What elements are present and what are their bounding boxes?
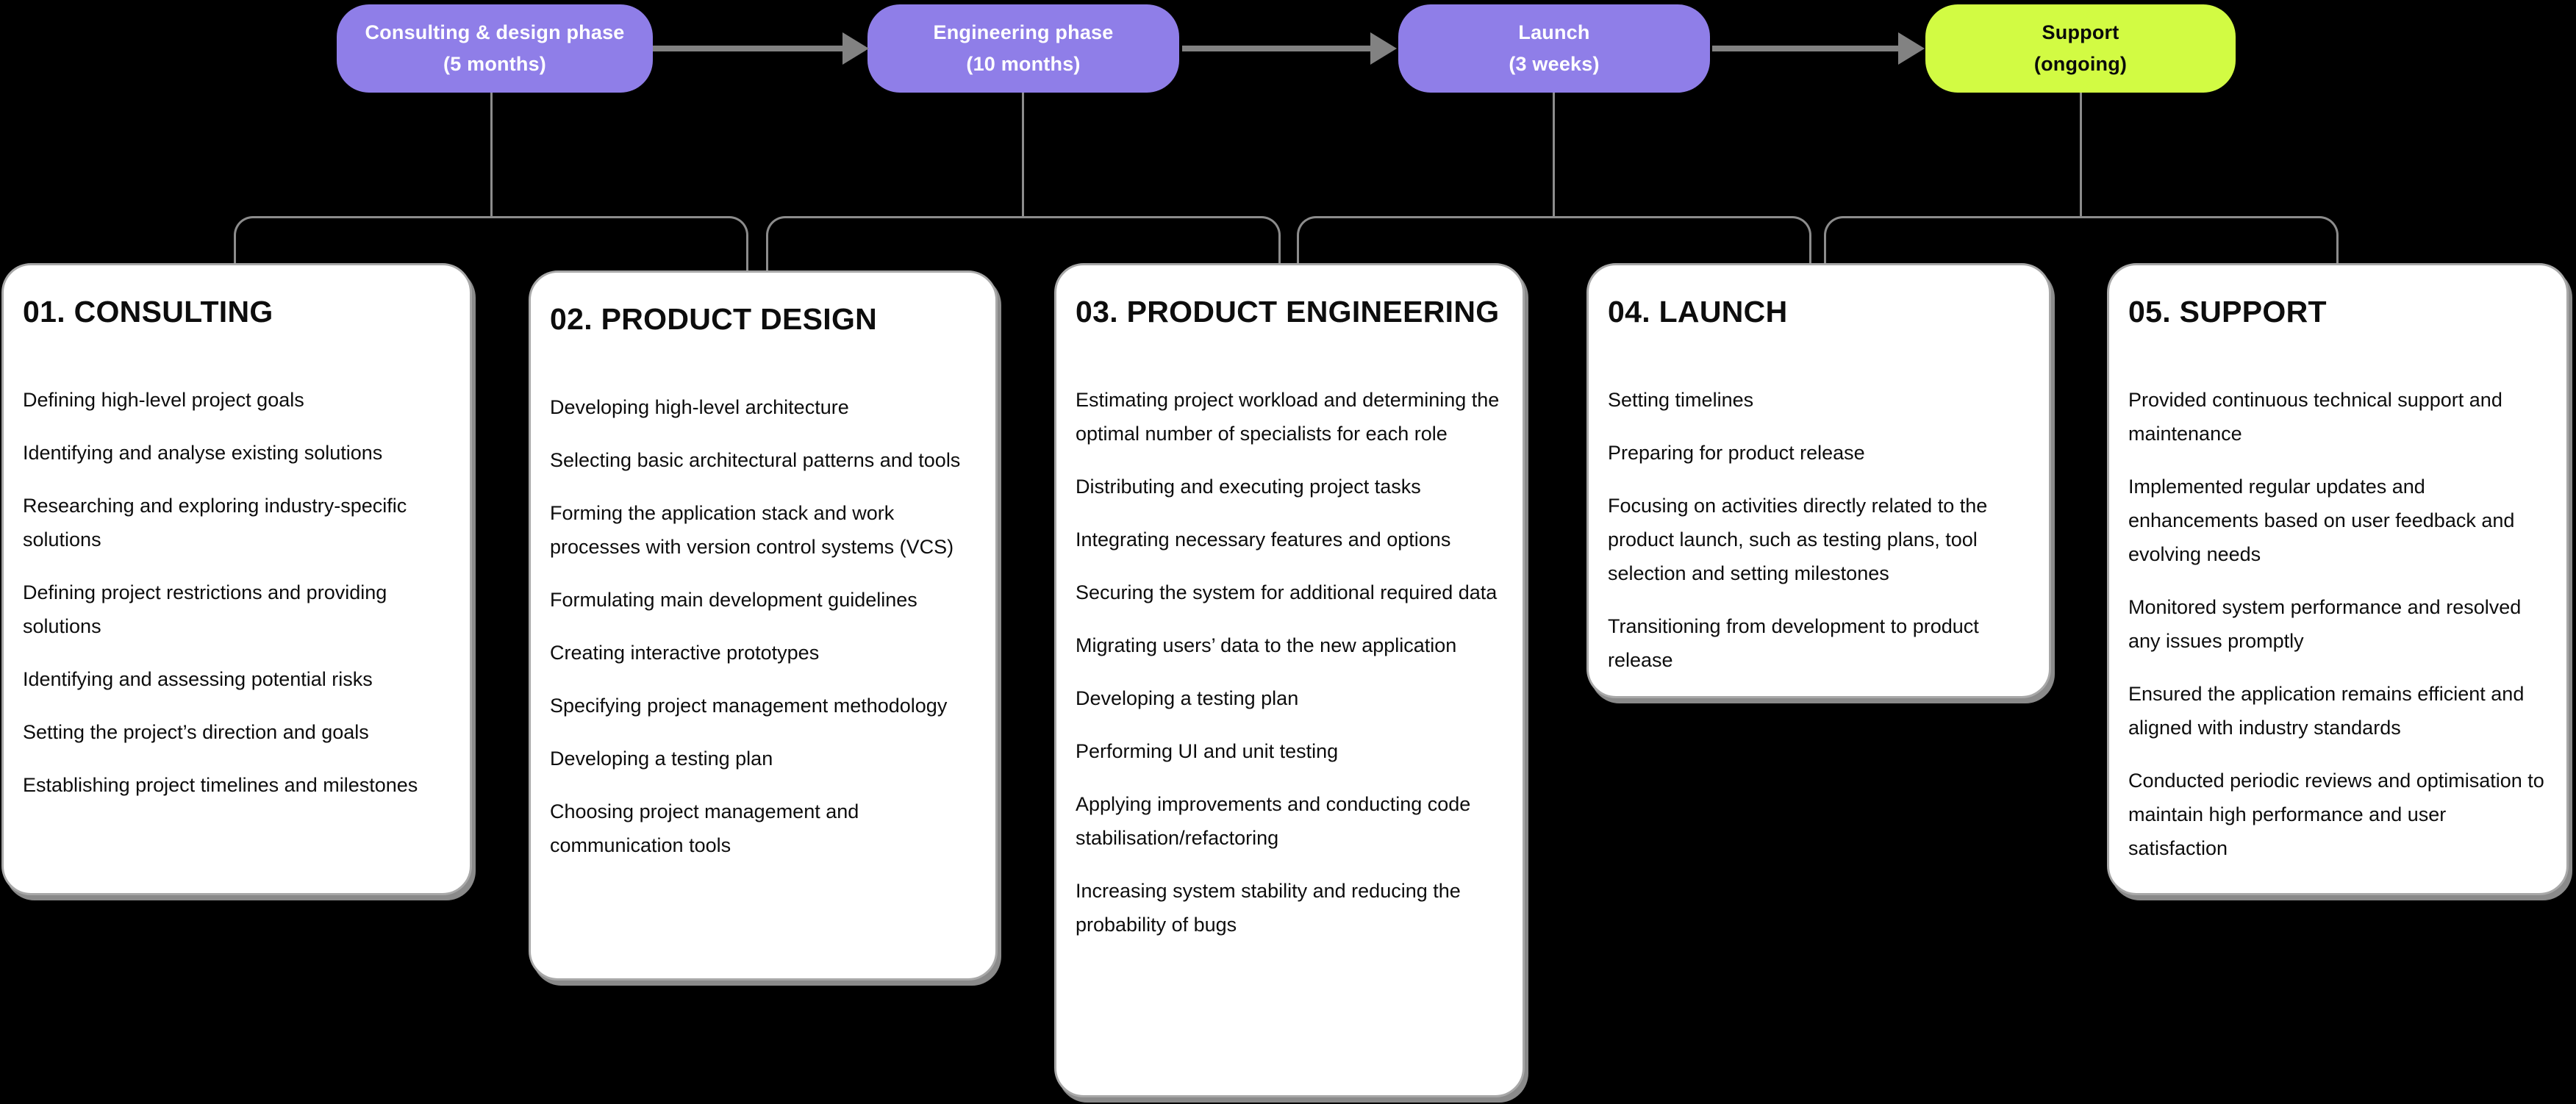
card-item: Developing high-level architecture [550,396,849,418]
card-item: Estimating project workload and determin… [1076,389,1500,445]
card-item: Migrating users’ data to the new applica… [1076,634,1457,656]
card-item: Preparing for product release [1608,442,1865,464]
card-product-design: 02. PRODUCT DESIGN Developing high-level… [529,270,998,981]
phase-pill-label: Launch [1518,21,1590,43]
connector-drop [1022,93,1024,218]
phase-pill-launch: Launch (3 weeks) [1398,4,1710,93]
phase-pill-duration: (10 months) [966,53,1081,75]
card-title: 05. SUPPORT [2128,295,2327,329]
connector-bracket [766,216,1281,272]
card-item: Selecting basic architectural patterns a… [550,449,961,471]
card-item: Increasing system stability and reducing… [1076,880,1461,936]
connector-drop [1553,93,1555,218]
connector-drop [490,93,493,218]
card-consulting: 01. CONSULTING Defining high-level proje… [1,263,472,895]
phase-pill-consulting-design: Consulting & design phase (5 months) [337,4,653,93]
card-item: Securing the system for additional requi… [1076,581,1498,603]
card-item: Conducted periodic reviews and optimisat… [2128,770,2544,859]
card-item: Implemented regular updates and enhancem… [2128,476,2515,565]
arrow-shaft [1712,46,1898,51]
card-title: 03. PRODUCT ENGINEERING [1076,295,1500,329]
arrow-shaft [1182,46,1370,51]
card-item: Developing a testing plan [1076,687,1299,709]
card-item: Creating interactive prototypes [550,642,820,664]
card-item: Formulating main development guidelines [550,589,917,611]
card-item: Ensured the application remains efficien… [2128,683,2525,739]
card-product-engineering: 03. PRODUCT ENGINEERING Estimating proje… [1054,263,1525,1097]
phase-pill-label: Engineering phase [933,21,1114,43]
phase-pill-label: Consulting & design phase [365,21,625,43]
phase-pill-duration: (3 weeks) [1509,53,1600,75]
phase-pill-duration: (5 months) [443,53,546,75]
arrow-shaft [653,46,842,51]
arrow-right-icon [1898,32,1925,65]
card-launch: 04. LAUNCH Setting timelines Preparing f… [1586,263,2051,698]
card-item: Applying improvements and conducting cod… [1076,793,1471,849]
connector-bracket [1824,216,2339,272]
card-item: Researching and exploring industry-speci… [23,495,407,551]
card-item: Defining project restrictions and provid… [23,581,387,637]
connector-drop [2080,93,2082,218]
phase-pill-label: Support [2042,21,2119,43]
arrow-right-icon [1370,32,1397,65]
card-item: Identifying and analyse existing solutio… [23,442,383,464]
card-item: Choosing project management and communic… [550,800,859,856]
card-item: Defining high-level project goals [23,389,304,411]
card-item: Setting timelines [1608,389,1754,411]
card-item: Monitored system performance and resolve… [2128,596,2522,652]
arrow-right-icon [842,32,869,65]
card-item: Identifying and assessing potential risk… [23,668,373,690]
card-item: Provided continuous technical support an… [2128,389,2502,445]
connector-bracket [234,216,748,272]
card-item: Setting the project’s direction and goal… [23,721,369,743]
card-item: Developing a testing plan [550,748,773,770]
phase-pill-support: Support (ongoing) [1925,4,2236,93]
phase-pill-engineering: Engineering phase (10 months) [867,4,1179,93]
card-item: Performing UI and unit testing [1076,740,1339,762]
connector-bracket [1297,216,1811,272]
card-item: Forming the application stack and work p… [550,502,954,558]
card-title: 04. LAUNCH [1608,295,1788,329]
card-item: Transitioning from development to produc… [1608,615,1979,671]
card-title: 01. CONSULTING [23,295,273,329]
card-item: Establishing project timelines and miles… [23,774,418,796]
card-support: 05. SUPPORT Provided continuous technica… [2107,263,2569,895]
phase-pill-duration: (ongoing) [2033,53,2128,75]
card-item: Specifying project management methodolog… [550,695,948,717]
card-title: 02. PRODUCT DESIGN [550,302,878,336]
card-item: Focusing on activities directly related … [1608,495,1988,584]
card-item: Distributing and executing project tasks [1076,476,1421,498]
card-item: Integrating necessary features and optio… [1076,528,1451,551]
